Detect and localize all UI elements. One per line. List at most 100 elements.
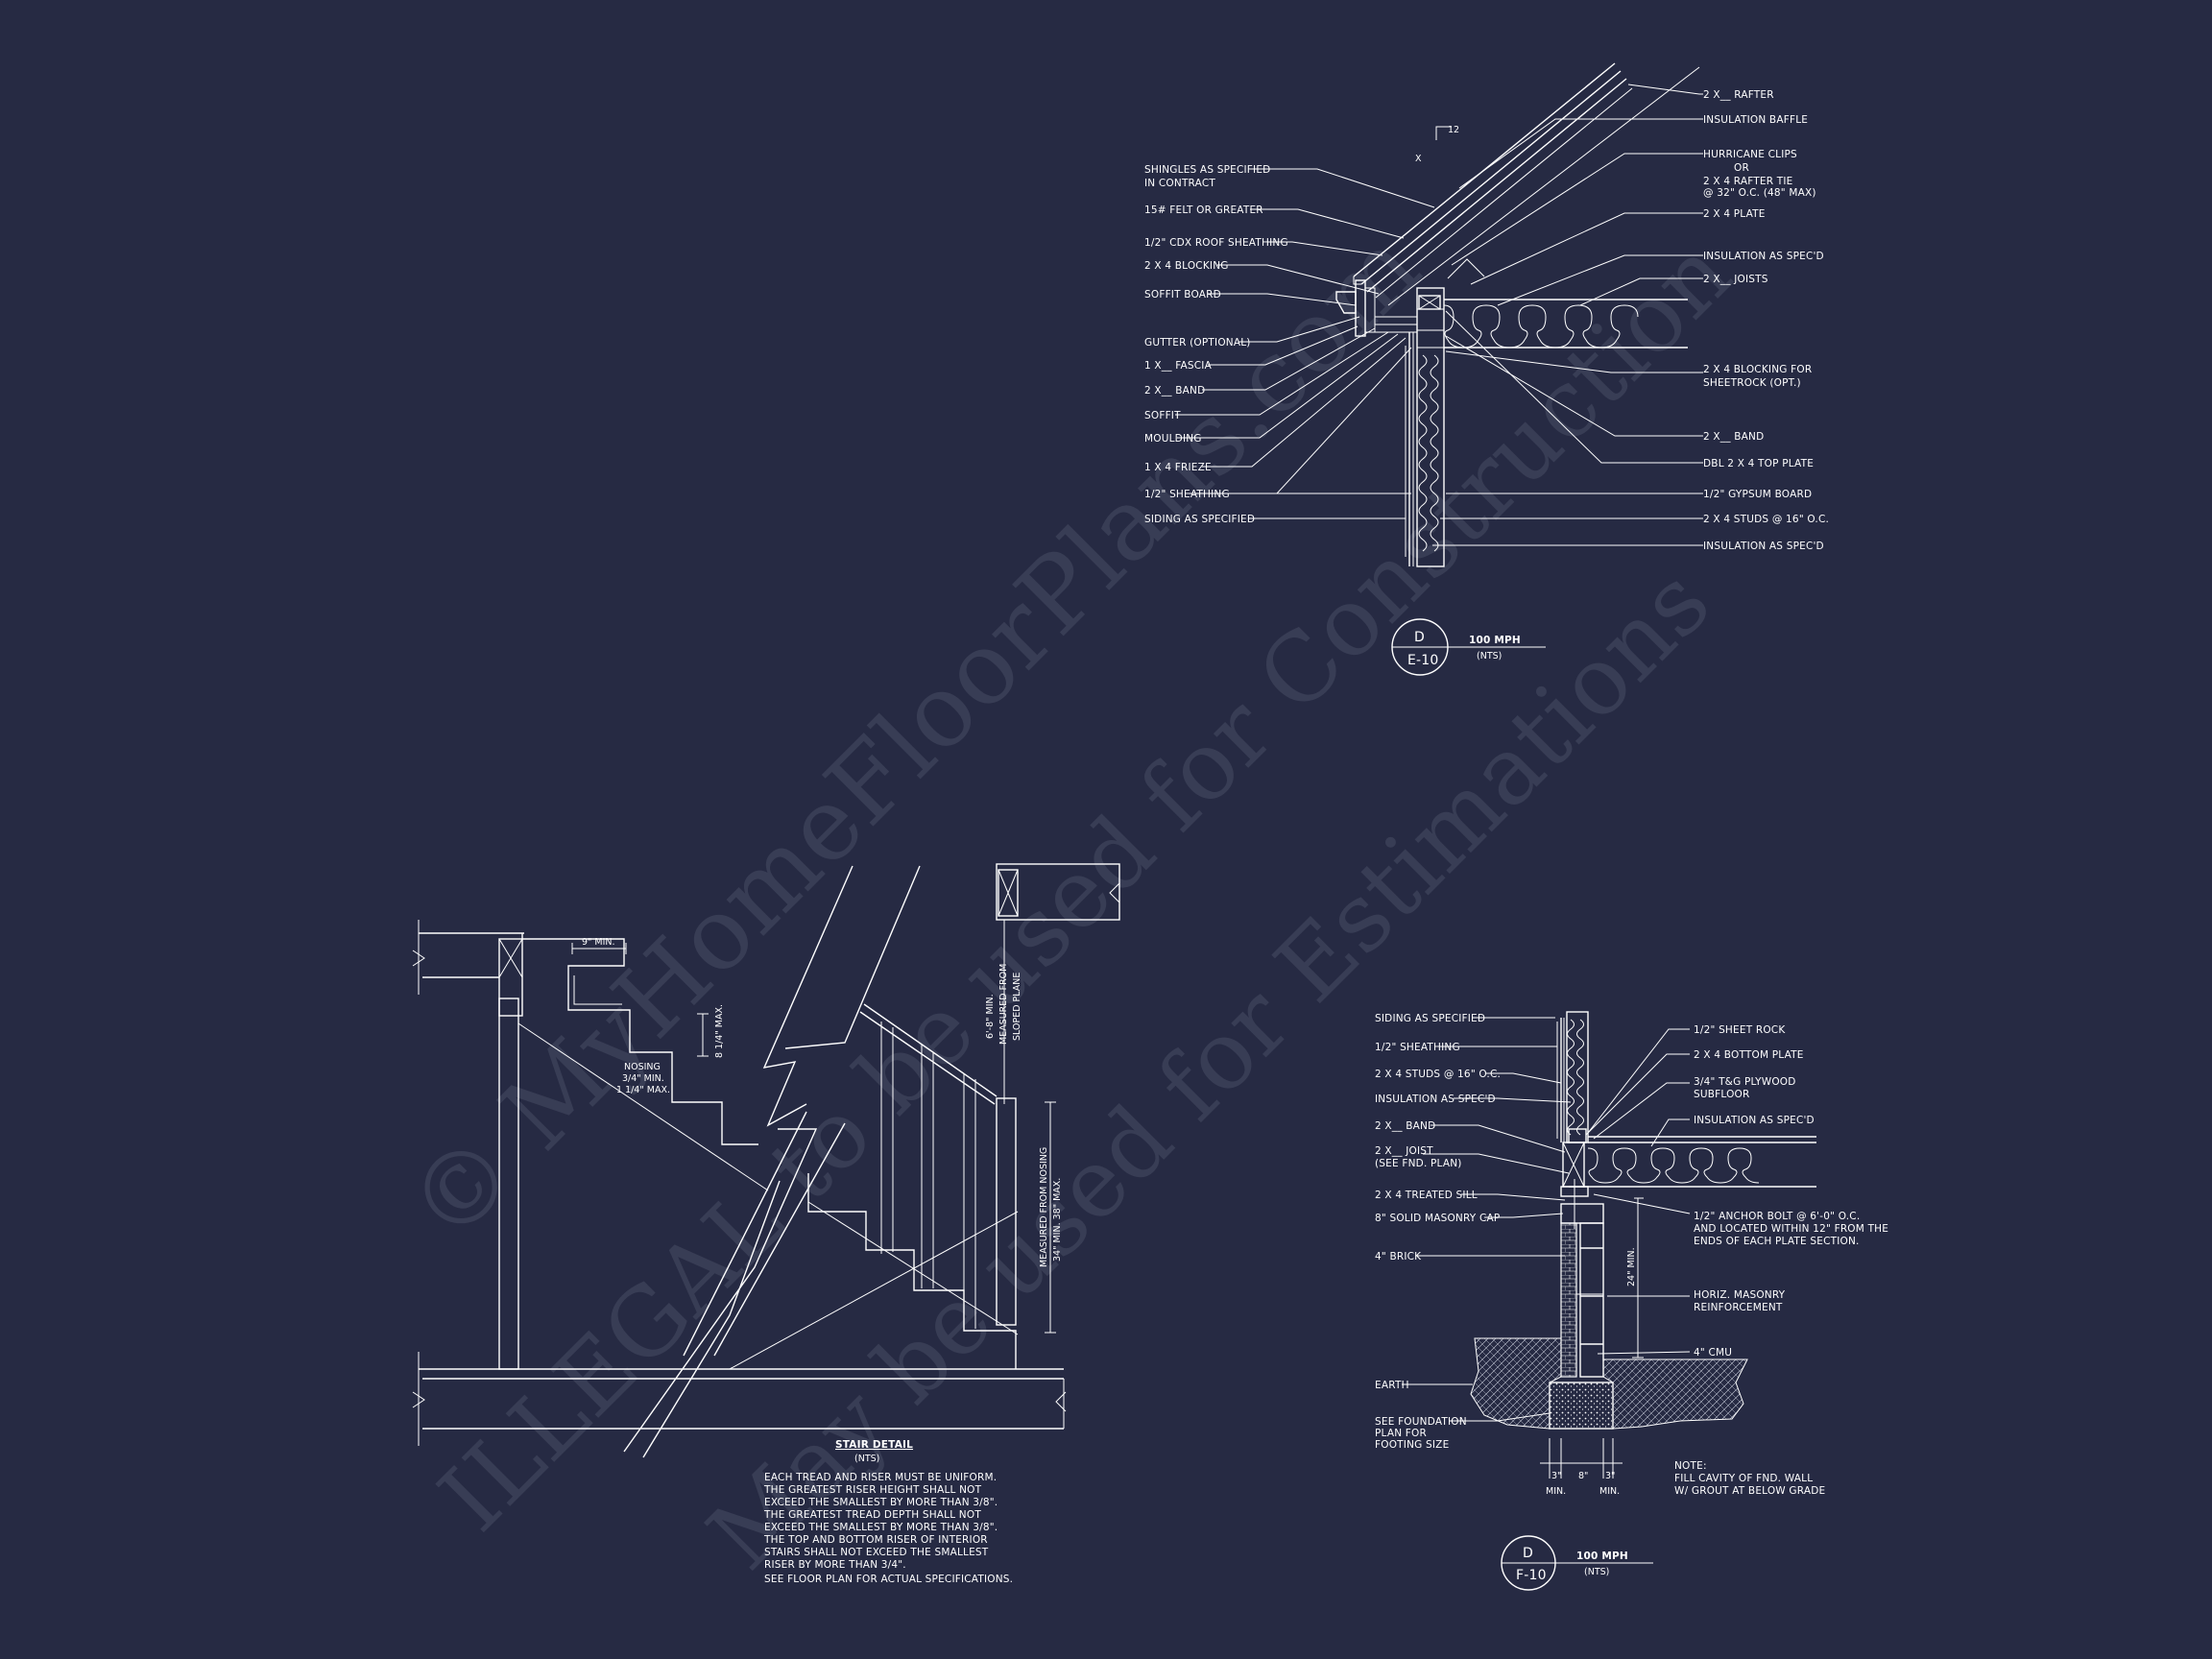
fnd-label: SEE FOUNDATION [1375,1416,1467,1428]
fnd-label: 1/2" SHEATHING [1375,1042,1460,1053]
eave-leaders-right [1432,84,1703,546]
eave-label: SIDING AS SPECIFIED [1144,514,1255,525]
handrail-dim: MEASURED FROM NOSING 34" MIN. 38" MAX. [1039,1101,1063,1334]
handrail-1: MEASURED FROM NOSING [1039,1147,1049,1267]
headroom-3: SLOPED PLANE [1012,973,1022,1041]
headroom-1: 6'-8" MIN. [985,994,996,1039]
stair-note: THE TOP AND BOTTOM RISER OF INTERIOR [763,1534,988,1546]
pitch-symbol: X 12 [1415,125,1459,164]
fnd-label: SUBFLOOR [1694,1089,1750,1100]
eave-label: INSULATION AS SPEC'D [1703,541,1824,552]
pitch-x: X [1415,154,1422,164]
eave-label: INSULATION BAFFLE [1703,114,1808,126]
fnd-labels-right: 1/2" SHEET ROCK 2 X 4 BOTTOM PLATE 3/4" … [1694,1024,1888,1358]
fnd-note-line: W/ GROUT AT BELOW GRADE [1674,1485,1825,1497]
stair-title: STAIR DETAIL [835,1439,913,1451]
fnd-label: 4" BRICK [1375,1251,1422,1262]
fnd-floor [1560,1136,1816,1229]
callout-scale: (NTS) [1584,1567,1609,1577]
stair-note: STAIRS SHALL NOT EXCEED THE SMALLEST [764,1547,989,1558]
dim-3b: 3" [1605,1471,1615,1481]
fnd-leaders-right [1585,1028,1691,1355]
callout-letter: D [1523,1546,1533,1561]
eave-label: INSULATION AS SPEC'D [1703,251,1824,262]
dim-3a: 3" [1551,1471,1561,1481]
stair-note: EACH TREAD AND RISER MUST BE UNIFORM. [764,1472,997,1483]
dim-riser: 8 1/4" MAX. [714,1004,725,1058]
eave-labels-right: 2 X__ RAFTER INSULATION BAFFLE HURRICANE… [1703,89,1829,552]
eave-label: 2 X 4 BLOCKING [1144,260,1229,272]
fnd-dims: 24" MIN. 3" 8" 3" MIN. MIN. [1540,1197,1644,1497]
fnd-note-title: NOTE: [1674,1460,1707,1472]
eave-label: 1 X__ FASCIA [1144,360,1213,372]
eave-label: SOFFIT [1144,410,1181,421]
stair-note-last: SEE FLOOR PLAN FOR ACTUAL SPECIFICATIONS… [764,1574,1013,1585]
stair-note: THE GREATEST RISER HEIGHT SHALL NOT [763,1484,982,1496]
eave-label: 15# FELT OR GREATER [1144,204,1263,216]
fnd-earth [1470,1337,1748,1430]
fnd-leaders-left [1402,1017,1572,1422]
upper-floor [412,920,625,1017]
fnd-label: 2 X 4 STUDS @ 16" O.C. [1375,1069,1501,1080]
eave-label: SHEETROCK (OPT.) [1703,377,1801,389]
nosing-1: NOSING [624,1062,661,1072]
break-lines [623,865,921,1458]
eave-label: MOULDING [1144,433,1202,445]
fnd-label: EARTH [1375,1380,1409,1391]
eave-label: @ 32" O.C. (48" MAX) [1703,187,1816,199]
eave-label: IN CONTRACT [1144,178,1215,189]
dim-24: 24" MIN. [1626,1247,1637,1286]
eave-label: 2 X__ RAFTER [1703,89,1774,101]
eave-label: SOFFIT BOARD [1144,289,1221,301]
wall-section [1405,287,1445,567]
callout-sheet: F-10 [1516,1568,1547,1583]
callout-sheet: E-10 [1407,653,1439,668]
detail-callout-f10: D F-10 100 MPH (NTS) [1501,1535,1653,1591]
balusters [859,1003,1017,1329]
fnd-label: 8" SOLID MASONRY CAP [1375,1213,1500,1224]
stair-note: EXCEED THE SMALLEST BY MORE THAN 3/8". [764,1497,998,1508]
stair-scale: (NTS) [854,1454,879,1464]
stair-steps-upper [517,970,769,1191]
fnd-label: INSULATION AS SPEC'D [1694,1115,1815,1126]
stair-note: EXCEED THE SMALLEST BY MORE THAN 3/8". [764,1522,998,1533]
fnd-label: 1/2" SHEET ROCK [1694,1024,1786,1036]
eave-label: DBL 2 X 4 TOP PLATE [1703,458,1814,469]
fnd-label: 1/2" ANCHOR BOLT @ 6'-0" O.C. [1694,1211,1860,1222]
eave-label: GUTTER (OPTIONAL) [1144,337,1251,349]
stair-note: THE GREATEST TREAD DEPTH SHALL NOT [763,1509,981,1521]
eave-label: 1/2" CDX ROOF SHEATHING [1144,237,1288,249]
callout-wind: 100 MPH [1469,635,1521,646]
fnd-label: (SEE FND. PLAN) [1375,1158,1462,1169]
fnd-label: 3/4" T&G PLYWOOD [1694,1076,1796,1088]
headroom-2: MEASURED FROM [998,964,1009,1045]
fnd-label: HORIZ. MASONRY [1694,1289,1786,1301]
callout-letter: D [1414,630,1425,645]
headroom-wall: 6'-8" MIN. MEASURED FROM SLOPED PLANE [985,863,1120,1104]
stair-detail: 9" MIN. 8 1/4" MAX. NOSING 3/4" MIN. 1 1… [412,863,1120,1585]
eave-label: 2 X 4 PLATE [1703,208,1766,220]
fnd-labels-left: SIDING AS SPECIFIED 1/2" SHEATHING 2 X 4… [1375,1013,1501,1451]
dim-9min: 9" MIN. [582,937,615,948]
detail-callout-e10: D E-10 100 MPH (NTS) [1391,618,1546,676]
eave-label: SHINGLES AS SPECIFIED [1144,164,1270,176]
fnd-label: ENDS OF EACH PLATE SECTION. [1694,1236,1860,1247]
callout-wind: 100 MPH [1576,1551,1628,1562]
pitch-12: 12 [1448,125,1459,135]
fnd-label: 2 X__ JOIST [1375,1145,1433,1157]
ceiling-insulation [1443,258,1688,349]
foundation-detail: 24" MIN. 3" 8" 3" MIN. MIN. [1375,1011,1888,1591]
eave-label: 2 X__ JOISTS [1703,274,1768,285]
nosing-2: 3/4" MIN. [622,1073,664,1084]
dim-min-a: MIN. [1546,1486,1566,1497]
eave-label: 1 X 4 FRIEZE [1144,462,1212,473]
nosing-3: 1 1/4" MAX. [616,1085,670,1095]
callout-scale: (NTS) [1477,651,1502,661]
stair-note: RISER BY MORE THAN 3/4". [764,1559,906,1571]
fnd-label: 2 X 4 BOTTOM PLATE [1694,1049,1804,1061]
stair-dims-upper: 9" MIN. 8 1/4" MAX. NOSING 3/4" MIN. 1 1… [571,937,725,1095]
fnd-note: NOTE: FILL CAVITY OF FND. WALL W/ GROUT … [1674,1460,1825,1497]
stair-title-block: STAIR DETAIL (NTS) EACH TREAD AND RISER … [763,1439,1013,1585]
eave-label: 2 X 4 BLOCKING FOR [1703,364,1812,375]
